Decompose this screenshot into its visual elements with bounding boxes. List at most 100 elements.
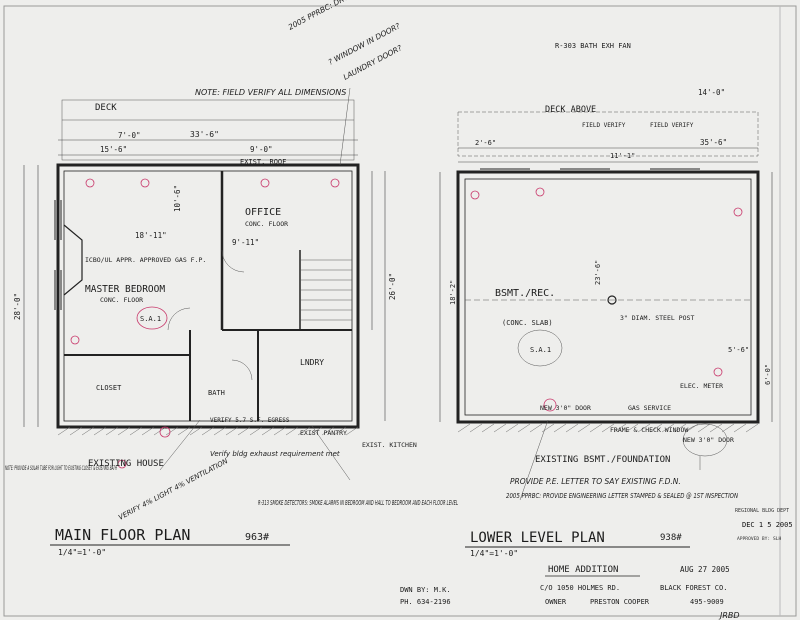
redline-mark-2 [140,178,150,188]
elec-meter-label: ELEC. METER [680,382,723,390]
main-floor-title: MAIN FLOOR PLAN [55,526,190,544]
redline-mark-8 [470,190,480,200]
field-verify-2: FIELD VERIFY [650,122,694,129]
door-swing-bath [231,359,253,381]
dim-26-0: 26'-0" [388,273,397,300]
drawn-phone: PH. 634-2196 [400,598,451,606]
note-window-in-door: ? WINDOW IN DOOR? [327,21,402,67]
steel-post-label: 3" DIAM. STEEL POST [620,314,694,322]
existing-house-label: EXISTING HOUSE [88,459,164,469]
sheet-border [3,5,797,617]
note-solar-tube: NOTE: PROVIDE A SOLAR TUBE FOR LIGHT TO … [5,464,117,472]
stamp-date: DEC 1 5 2005 [742,521,793,529]
owner-label: OWNER [545,598,567,606]
bsmt-rec-label: BSMT./REC. [495,288,555,299]
project-city: BLACK FOREST CO. [660,584,727,592]
lower-level-area: 938# [660,533,682,543]
redline-mark-9 [535,187,545,197]
dim-28-0: 28'-0" [13,293,22,320]
existing-house-hatch [57,426,359,436]
redline-mark-5 [70,335,80,345]
dim-10-6: 10'-6" [173,185,182,212]
redline-mark-11 [543,398,557,412]
master-sub-label: CONC. FLOOR [100,296,143,304]
r303-note: R-303 BATH EXH FAN [555,42,631,50]
windows-left [54,200,62,310]
dim-2-6: 2'-6" [475,139,496,147]
main-exterior-wall [56,163,360,429]
frame-window-label: FRAME & CHECK WINDOW [610,426,688,434]
provide-pe-letter: PROVIDE P.E. LETTER TO SAY EXISTING F.D.… [510,477,681,486]
dim-7-0: 7'-0" [118,131,141,140]
dim-18-2: 18'-2" [449,280,457,305]
new-door-circle [682,423,728,457]
main-floor-scale: 1/4"=1'-0" [58,548,106,557]
smoke-alarm-label-lower: S.A.1 [530,346,551,354]
pantry-label: EXIST PANTRY [300,429,347,437]
stamp-dept: REGIONAL BLDG DEPT [735,508,789,514]
pointer-note-1 [159,419,201,471]
smoke-alarm-circle-lower [517,329,563,367]
laundry-label: LNDRY [300,358,324,367]
ppfcc-provide-note: 2005 PPRBC: PROVIDE ENGINEERING LETTER S… [506,492,739,500]
verify-existing-note: Verify bldg exhaust requirement met [210,450,340,458]
smoke-alarm-label: S.A.1 [140,315,161,323]
dim-35-6: 35'-6" [700,138,727,147]
main-floor-area: 963# [245,532,269,543]
stamp-approved: APPROVED BY: SLH [737,536,781,542]
master-bedroom-label: MASTER BEDROOM [85,284,165,295]
dim-9-11: 9'-11" [232,238,259,247]
deck-above-outline [457,111,759,157]
closet-label: CLOSET [96,384,122,392]
initials: JRBD [718,611,740,620]
office-sub-label: CONC. FLOOR [245,220,288,228]
pointer-note-4 [519,419,549,501]
dim-11-1: 11'-1" [610,152,635,160]
smoke-detector-note: R-313 SMOKE DETECTORS: SMOKE ALARMS IN B… [258,499,458,507]
redline-mark-10 [733,207,743,217]
dim-15-6: 15'-6" [100,145,127,154]
existing-bsmt-label: EXISTING BSMT./FOUNDATION [535,455,670,465]
smoke-alarm-circle [136,306,168,330]
field-verify-1: FIELD VERIFY [582,122,626,129]
fireplace [63,224,83,296]
title-block: HOME ADDITION AUG 27 2005 C/O 1050 HOLME… [400,565,740,620]
door-swing-office [221,249,245,273]
pointer-note-3 [339,87,351,166]
new-door-label-2: NEW 3'0" DOOR [683,436,734,444]
redline-mark-7 [117,459,127,469]
dim-23-6: 23'-6" [594,260,602,285]
note-field-verify: NOTE: FIELD VERIFY ALL DIMENSIONS [195,88,346,97]
drawn-by: DWN BY: M.K. [400,586,451,594]
redline-mark-12 [713,367,723,377]
approved-gas-fp: ICBO/UL APPR. APPROVED GAS F.P. [85,256,206,264]
dim-6-0: 6'-0" [764,364,772,385]
redline-mark-1 [85,178,95,188]
deck-label: DECK [95,103,117,113]
main-floor-plan: NOTE: FIELD VERIFY ALL DIMENSIONS 2005 P… [5,0,483,557]
lower-level-plan: DECK ABOVE FIELD VERIFY FIELD VERIFY R-3… [439,42,773,558]
redline-mark-4 [330,178,340,188]
project-title: HOME ADDITION [548,565,618,575]
owner-name: PRESTON COOPER [590,598,650,606]
lower-exterior-wall [456,170,760,424]
lower-interior-line [464,178,752,416]
verify-egress-note: VERIFY 5.7 S.F. EGRESS [210,417,290,424]
approval-stamp: REGIONAL BLDG DEPT DEC 1 5 2005 APPROVED… [735,508,793,542]
redline-mark-6 [159,426,171,438]
stair-treads [300,259,352,321]
main-interior-line [63,170,353,422]
lower-level-scale: 1/4"=1'-0" [470,549,518,558]
bath-label: BATH [208,389,225,397]
dim-5-6: 5'-6" [728,346,749,354]
dim-18-11: 18'-11" [135,231,167,240]
project-date: AUG 27 2005 [680,565,730,574]
existing-bsmt-hatch [457,423,759,433]
office-label: OFFICE [245,207,281,218]
deck-outline [61,99,355,161]
project-address: C/O 1050 HOLMES RD. [540,584,620,592]
door-swing-bedroom [167,307,191,331]
dim-9-0: 9'-0" [250,145,273,154]
new-door-label: NEW 3'0" DOOR [540,404,591,412]
